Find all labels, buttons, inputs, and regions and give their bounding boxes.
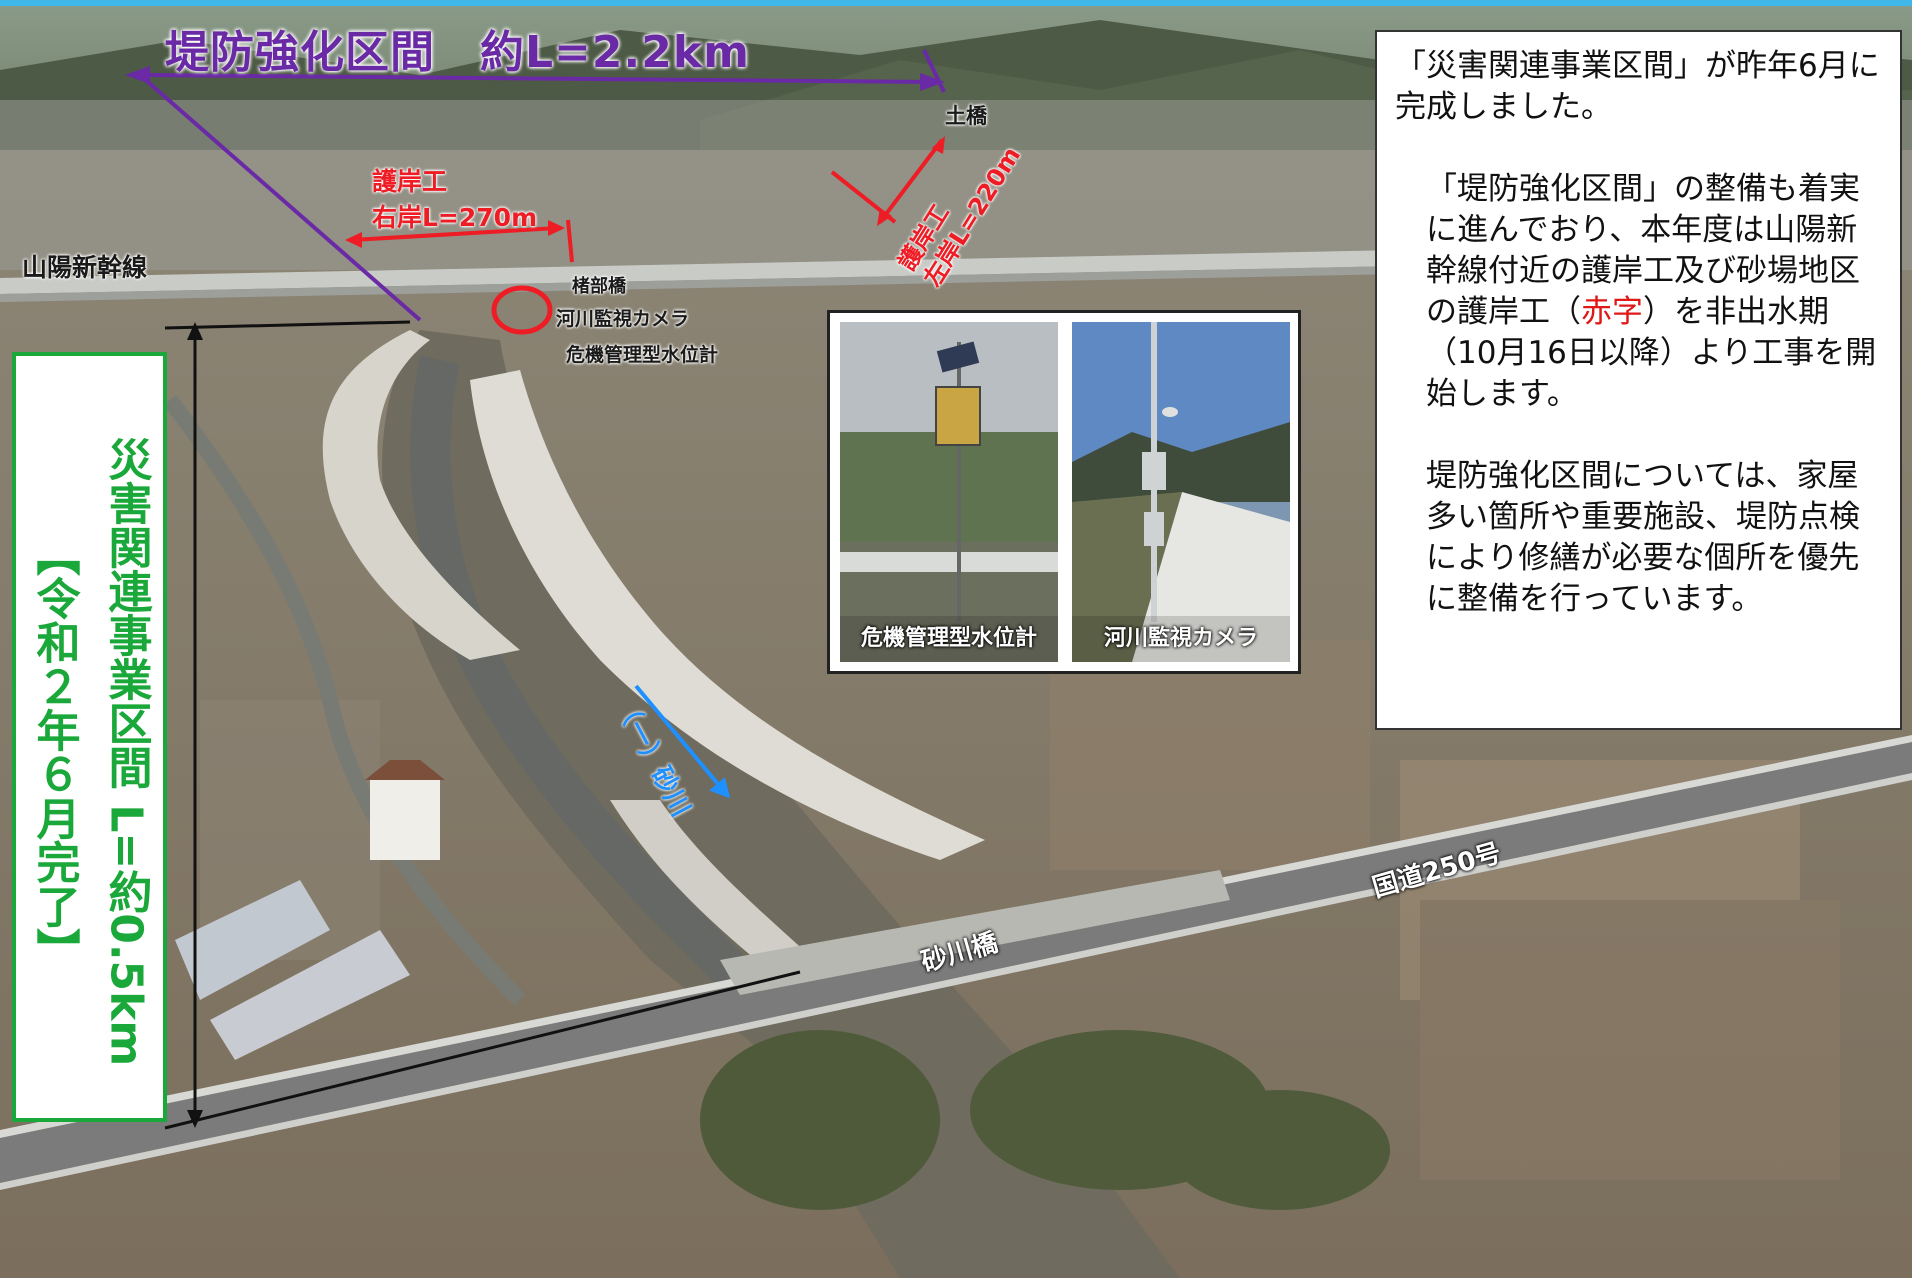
revetment-right-title: 護岸工: [372, 167, 448, 196]
water-gauge-label: 危機管理型水位計: [566, 344, 719, 366]
kabu-bridge-label: 楮部橋: [572, 276, 626, 297]
info-textbox: 「災害関連事業区間」が昨年6月に完成しました。 「堤防強化区間」の整備も着実に進…: [1375, 30, 1902, 730]
info-red-word: 赤字: [1581, 294, 1643, 330]
disaster-section-label: 災害関連事業区間 L=約0.5km 【令和２年６月完了】: [12, 352, 167, 1122]
disaster-section-length: 災害関連事業区間 L=約0.5km: [100, 437, 152, 1067]
disaster-section-frame: [12, 352, 167, 1122]
section-title: 堤防強化区間 約L=2.2km: [165, 27, 750, 78]
sanyo-shinkansen-label: 山陽新幹線: [22, 253, 148, 282]
info-paragraph-1: 「災害関連事業区間」が昨年6月に完成しました。: [1395, 48, 1880, 125]
water-gauge-caption: 危機管理型水位計: [840, 616, 1058, 662]
river-camera-photo: 河川監視カメラ: [1070, 320, 1292, 664]
upstream-bridge-label: 土橋: [945, 104, 987, 128]
info-paragraph-2-b: ）を非出水期（10月16日以降）より工事を開始します。: [1426, 294, 1877, 412]
revetment-right-length: 右岸L=270m: [372, 203, 538, 232]
river-camera-illustration: [1072, 322, 1290, 662]
info-paragraph-3: 堤防強化区間については、家屋多い箇所や重要施設、堤防点検により修繕が必要な個所を…: [1426, 458, 1860, 617]
water-gauge-illustration: [840, 322, 1058, 662]
water-gauge-photo: 危機管理型水位計: [838, 320, 1060, 664]
info-paragraph-2-a: 「堤防強化区間」の整備も着実に進んでおり、本年度は山陽新幹線付近の護岸工及び砂場…: [1426, 171, 1860, 330]
river-camera-label: 河川監視カメラ: [556, 308, 690, 330]
river-camera-caption: 河川監視カメラ: [1072, 616, 1290, 662]
info-paragraph-2: 「堤防強化区間」の整備も着実に進んでおり、本年度は山陽新幹線付近の護岸工及び砂場…: [1395, 169, 1882, 415]
disaster-section-completion: 【令和２年６月完了】: [28, 532, 80, 972]
